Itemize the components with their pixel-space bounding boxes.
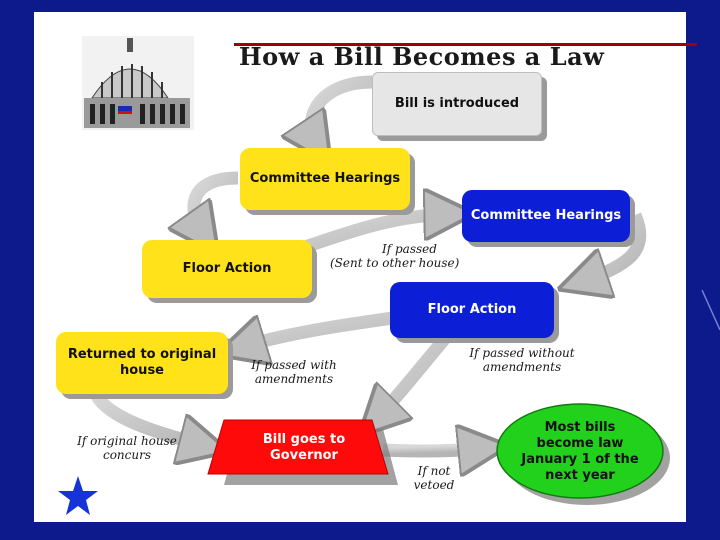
note-sent-to-other-house: (Sent to other house) xyxy=(330,256,460,270)
note-if-passed-with-amendments: If passed with amendments xyxy=(251,358,337,386)
title-rule xyxy=(234,43,697,46)
note-if-not-vetoed: If not vetoed xyxy=(413,464,455,492)
governor-shape xyxy=(207,419,389,475)
capitol-dome-icon xyxy=(82,36,194,130)
step-becomes-law: Most bills become law January 1 of the n… xyxy=(521,420,639,483)
page-title: How a Bill Becomes a Law xyxy=(239,42,605,71)
arrow-floor2-to-governor xyxy=(375,325,457,420)
arrow-introduced-to-committee xyxy=(312,75,373,145)
arrow-floor-to-other-house xyxy=(302,214,452,254)
step-bill-goes-to-governor: Bill goes to Governor xyxy=(262,432,346,463)
step-committee-hearings-2: Committee Hearings xyxy=(462,190,630,242)
note-if-passed: If passed xyxy=(382,242,437,256)
star-icon xyxy=(58,476,98,515)
note-if-original-house-concurs: If original house concurs xyxy=(77,434,177,462)
slide: How a Bill Becomes a Law xyxy=(34,12,697,522)
arrow-governor-to-law xyxy=(382,448,486,451)
shapes xyxy=(207,403,670,505)
note-if-passed-without-amendments: If passed without amendments xyxy=(469,346,575,374)
step-bill-introduced: Bill is introduced xyxy=(372,72,542,136)
step-committee-hearings-1: Committee Hearings xyxy=(240,148,410,210)
arrow-committee2-to-floor2 xyxy=(580,212,647,282)
law-shape xyxy=(496,403,664,499)
arrow-returned-to-governor xyxy=(88,388,207,446)
flow-arrows xyxy=(88,75,647,522)
arrow-committee-to-floor xyxy=(194,171,239,236)
step-floor-action-1: Floor Action xyxy=(142,240,312,298)
step-floor-action-2: Floor Action xyxy=(390,282,554,338)
step-returned-to-original-house: Returned to original house xyxy=(56,332,228,394)
